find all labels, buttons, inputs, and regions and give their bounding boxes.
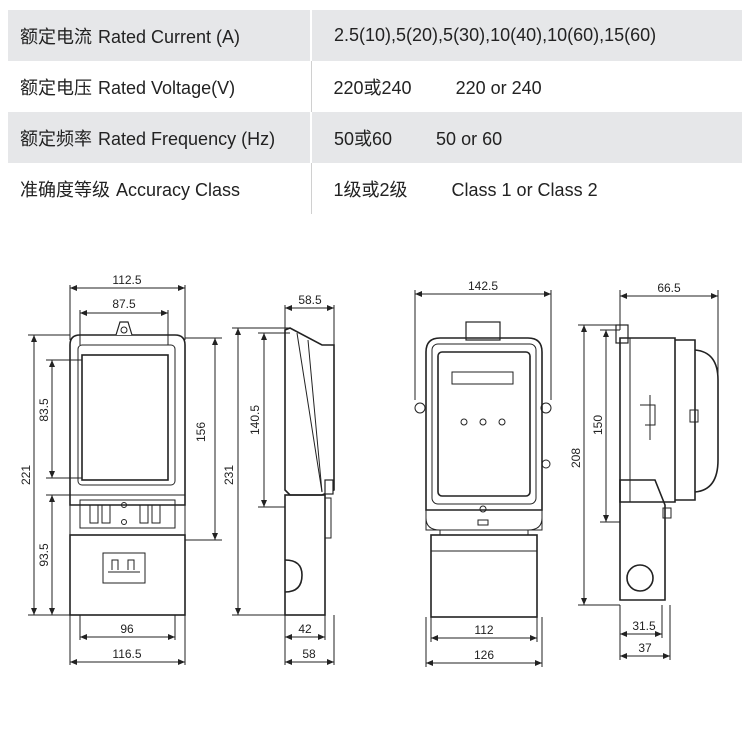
- dim-label: 221: [19, 465, 33, 485]
- front-view-2-dimensions: 142.5 112 126: [414, 279, 552, 667]
- dim-label: 83.5: [37, 398, 51, 422]
- value-en: Class 1 or Class 2: [451, 179, 598, 200]
- front-view-1-dimensions: 112.5 87.5 221 83.5 93.5 156 96 116.5: [19, 273, 222, 665]
- dim-label: 87.5: [112, 297, 136, 311]
- side-view-1-dimensions: 58.5 231 140.5 42 58: [222, 293, 335, 665]
- label-cn: 额定频率: [20, 128, 92, 149]
- spec-value: 50或60 50 or 60: [311, 112, 742, 163]
- dim-label: 142.5: [468, 279, 498, 293]
- dim-label: 150: [591, 415, 605, 435]
- dim-label: 116.5: [112, 647, 141, 661]
- spec-row-current: 额定电流 Rated Current (A) 2.5(10),5(20),5(30…: [8, 10, 742, 61]
- dim-label: 66.5: [657, 281, 681, 295]
- label-en: Rated Frequency (Hz): [98, 128, 276, 149]
- spec-label: 准确度等级 Accuracy Class: [8, 163, 312, 214]
- terminal-block: [79, 499, 176, 529]
- dim-label: 93.5: [37, 543, 51, 567]
- dim-label: 37: [638, 641, 652, 655]
- spec-label: 额定电流 Rated Current (A): [8, 10, 312, 61]
- label-en: Accuracy Class: [116, 179, 241, 200]
- spec-value: 2.5(10),5(20),5(30),10(40),10(60),15(60): [311, 10, 742, 61]
- dim-label: 42: [298, 622, 312, 636]
- value-en: 50 or 60: [436, 128, 503, 149]
- label-en: Rated Current (A): [98, 26, 241, 47]
- side-view-2-dimensions: 66.5 208 150 31.5 37: [569, 281, 719, 660]
- dim-label: 112: [474, 623, 493, 637]
- value-cn: 1级或2级: [333, 179, 408, 200]
- dim-label: 156: [194, 422, 208, 442]
- dim-label: 126: [474, 648, 494, 662]
- value-cn: 2.5(10),5(20),5(30),10(40),10(60),15(60): [334, 25, 657, 45]
- label-cn: 额定电压: [20, 77, 92, 98]
- label-cn: 准确度等级: [20, 179, 110, 200]
- dim-label: 231: [222, 465, 236, 485]
- label-cn: 额定电流: [20, 26, 92, 47]
- side-view-2: [615, 324, 719, 601]
- front-view-1: [69, 321, 186, 616]
- dim-label: 112.5: [112, 273, 141, 287]
- dim-label: 31.5: [632, 619, 656, 633]
- spec-row-accuracy: 准确度等级 Accuracy Class 1级或2级 Class 1 or Clas…: [8, 163, 742, 214]
- side-view-1: [284, 327, 335, 616]
- dim-label: 208: [569, 448, 583, 468]
- spec-value: 1级或2级 Class 1 or Class 2: [311, 163, 742, 214]
- spec-table: 额定电流 Rated Current (A) 2.5(10),5(20),5(30…: [8, 10, 742, 214]
- spec-label: 额定频率 Rated Frequency (Hz): [8, 112, 312, 163]
- label-en: Rated Voltage(V): [98, 77, 236, 98]
- spec-value: 220或240 220 or 240: [311, 61, 742, 112]
- dim-label: 96: [120, 622, 134, 636]
- dim-label: 58: [302, 647, 316, 661]
- value-cn: 50或60: [334, 128, 393, 149]
- front-view-2: [414, 321, 552, 618]
- dim-label: 58.5: [298, 293, 322, 307]
- spec-row-voltage: 额定电压 Rated Voltage(V) 220或240 220 or 240: [8, 61, 742, 112]
- dim-label: 140.5: [248, 405, 262, 435]
- value-en: 220 or 240: [455, 77, 542, 98]
- spec-row-frequency: 额定频率 Rated Frequency (Hz) 50或60 50 or 60: [8, 112, 742, 163]
- value-cn: 220或240: [333, 77, 412, 98]
- spec-label: 额定电压 Rated Voltage(V): [8, 61, 312, 112]
